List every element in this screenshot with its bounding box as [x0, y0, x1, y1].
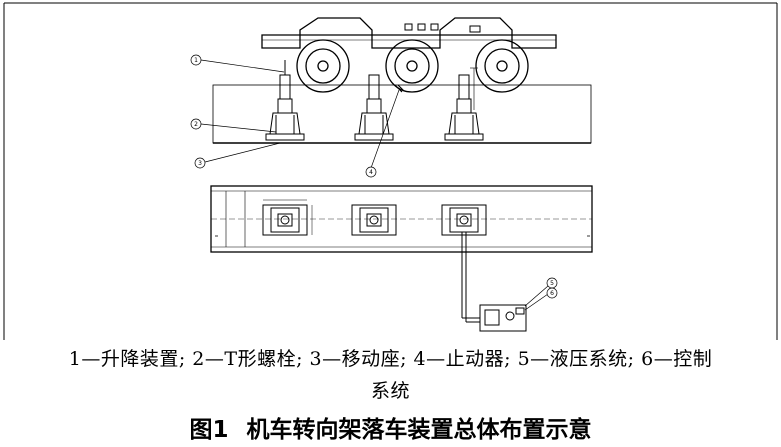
drawing-frame [3, 2, 778, 340]
plan-view [210, 185, 593, 332]
stopper-mark [394, 84, 405, 93]
hydraulic-control-unit [479, 304, 527, 332]
leader-lines-plan [524, 285, 549, 311]
callout-label-1: 1 [194, 57, 198, 64]
callout-4 [365, 166, 377, 178]
callout-label-4: 4 [369, 169, 373, 176]
side-elevation-view [200, 17, 592, 169]
callout-labels-plan: 5 6 [550, 280, 554, 297]
callout-labels-side: 1 2 3 4 [194, 57, 373, 176]
callout-label-3: 3 [198, 160, 202, 167]
callouts-side [190, 54, 377, 178]
moving-seat-1 [262, 199, 313, 236]
callout-1 [190, 54, 202, 66]
callout-2 [190, 118, 202, 130]
legend-line-1: 1—升降装置; 2—T形螺栓; 3—移动座; 4—止动器; 5—液压系统; 6—… [68, 348, 713, 370]
lifting-jack-right [444, 67, 484, 141]
layout-drawing: 1 2 3 4 [3, 2, 778, 340]
wheel-set [296, 39, 529, 93]
callout-label-5: 5 [550, 280, 554, 287]
callout-label-2: 2 [194, 121, 198, 128]
lifting-jack-left [265, 60, 305, 141]
leader-lines [200, 59, 400, 169]
callout-6 [546, 287, 558, 299]
bogie-frame [261, 17, 557, 49]
hydraulic-pipes [461, 232, 480, 323]
legend-line-2: 系统 [370, 380, 410, 402]
lifting-jack-middle [354, 74, 394, 141]
callout-label-6: 6 [550, 290, 554, 297]
moving-seat-2 [351, 204, 397, 236]
callouts-plan [546, 277, 558, 299]
figure-caption: 图1 机车转向架落车装置总体布置示意 [189, 417, 592, 443]
callout-3 [194, 157, 206, 169]
moving-seat-3 [441, 204, 487, 236]
